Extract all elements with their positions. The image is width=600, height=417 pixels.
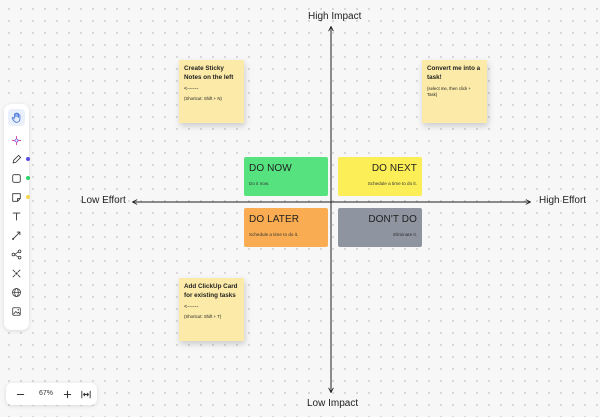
card-description: Do it now. [249, 181, 270, 186]
card-description: Schedule a time to do it. [249, 232, 299, 237]
sticky-color-dot [26, 195, 30, 199]
mind-map-icon[interactable] [8, 246, 25, 263]
connector-icon[interactable] [8, 227, 25, 244]
quadrant-card-do-now[interactable]: DO NOW Do it now. [244, 157, 328, 196]
zoom-level[interactable]: 67% [39, 390, 54, 397]
axis-label-high-impact: High Impact [308, 11, 362, 22]
quadrant-card-do-next[interactable]: DO NEXT Schedule a time to do it. [338, 157, 422, 196]
axis-label-high-effort: High Effort [539, 195, 587, 206]
minus-icon[interactable] [12, 386, 28, 402]
sticky-note-instruction: (select me, then click + Task) [427, 86, 471, 98]
sticky-note-title: Create Sticky Notes on the left [184, 65, 234, 81]
sticky-note-shortcut: (Shortcut: Shift + N) [184, 96, 222, 101]
ai-sparkle-icon[interactable] [8, 132, 25, 149]
axis-label-low-effort: Low Effort [81, 195, 126, 206]
zoom-controls: 67% [6, 383, 97, 405]
sticky-note-shortcut: (Shortcut: Shift + T) [184, 314, 222, 319]
fit-width-icon[interactable] [78, 386, 94, 402]
sticky-note-arrow: <------ [184, 86, 199, 92]
embed-globe-icon[interactable] [8, 284, 25, 301]
shape-color-dot [26, 176, 30, 180]
text-icon[interactable] [8, 208, 25, 225]
card-title: DON'T DO [368, 214, 417, 225]
sticky-note-convert[interactable]: Convert me into a task! (select me, then… [422, 60, 487, 123]
pen-icon[interactable] [8, 151, 25, 168]
sticky-note-arrow: <------ [184, 304, 199, 310]
whiteboard-toolbar [4, 104, 30, 330]
clickup-card-icon[interactable] [8, 265, 25, 282]
quadrant-card-do-later[interactable]: DO LATER Schedule a time to do it. [244, 208, 328, 247]
image-icon[interactable] [8, 303, 25, 320]
sticky-note-title: Add ClickUp Card for existing tasks [184, 283, 238, 299]
pen-color-dot [26, 157, 30, 161]
axis-label-low-impact: Low Impact [307, 398, 359, 409]
hand-icon[interactable] [8, 109, 25, 126]
sticky-note-create[interactable]: Create Sticky Notes on the left <------ … [179, 60, 244, 123]
shape-icon[interactable] [8, 170, 25, 187]
card-description: Schedule a time to do it. [367, 181, 417, 186]
sticky-note-title: Convert me into a task! [427, 65, 481, 81]
card-title: DO LATER [249, 214, 300, 225]
sticky-note-add-card[interactable]: Add ClickUp Card for existing tasks <---… [179, 278, 244, 341]
sticky-note-icon[interactable] [8, 189, 25, 206]
quadrant-card-dont-do[interactable]: DON'T DO Eliminate it. [338, 208, 422, 247]
card-title: DO NEXT [371, 163, 417, 174]
card-description: Eliminate it. [393, 232, 417, 237]
card-title: DO NOW [249, 163, 292, 174]
plus-icon[interactable] [59, 386, 75, 402]
